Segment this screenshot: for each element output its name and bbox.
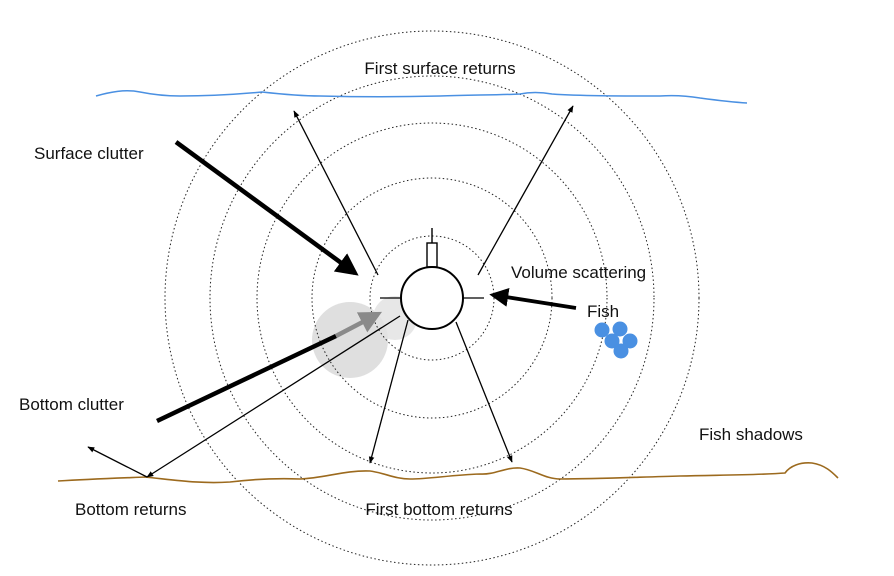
bottom-reflection-arrow <box>87 446 148 478</box>
volume-scattering-arrow <box>489 287 577 310</box>
surface-clutter-arrow <box>174 140 359 276</box>
volume-scattering-label: Volume scattering <box>511 263 646 282</box>
bottom-return-arrow-far <box>146 315 401 478</box>
sea-surface-line <box>95 90 748 104</box>
bottom-return-arrow-left <box>368 319 409 464</box>
first-surface-returns-label: First surface returns <box>364 59 515 78</box>
fish-dot <box>612 321 628 337</box>
bottom-clutter-arrow <box>156 333 337 424</box>
sonar-transducer <box>380 228 484 330</box>
fish-dot <box>604 333 620 349</box>
seabed-line <box>57 462 839 484</box>
fish-label: Fish <box>587 302 619 321</box>
range-ring-3 <box>256 122 608 474</box>
range-rings <box>164 30 700 566</box>
fish-school <box>594 321 638 359</box>
range-ring-2 <box>311 177 553 419</box>
fish-dot <box>594 322 610 338</box>
return-arrows <box>87 105 574 478</box>
surface-return-arrow-right <box>477 105 574 276</box>
first-bottom-returns-label: First bottom returns <box>365 500 512 519</box>
range-ring-5 <box>164 30 700 566</box>
fish-dot <box>622 333 638 349</box>
fish-shadows-label: Fish shadows <box>699 425 803 444</box>
surface-return-arrow-left <box>293 110 379 276</box>
bottom-return-arrow-right <box>455 321 513 463</box>
fish-dot <box>613 343 629 359</box>
range-ring-4 <box>209 75 655 521</box>
bottom-clutter-label: Bottom clutter <box>19 395 124 414</box>
bottom-clutter-arrow-gray-tip <box>334 311 382 338</box>
bottom-returns-label: Bottom returns <box>75 500 187 519</box>
surface-clutter-label: Surface clutter <box>34 144 144 163</box>
transducer-fin <box>426 242 438 268</box>
transducer-body <box>400 266 464 330</box>
